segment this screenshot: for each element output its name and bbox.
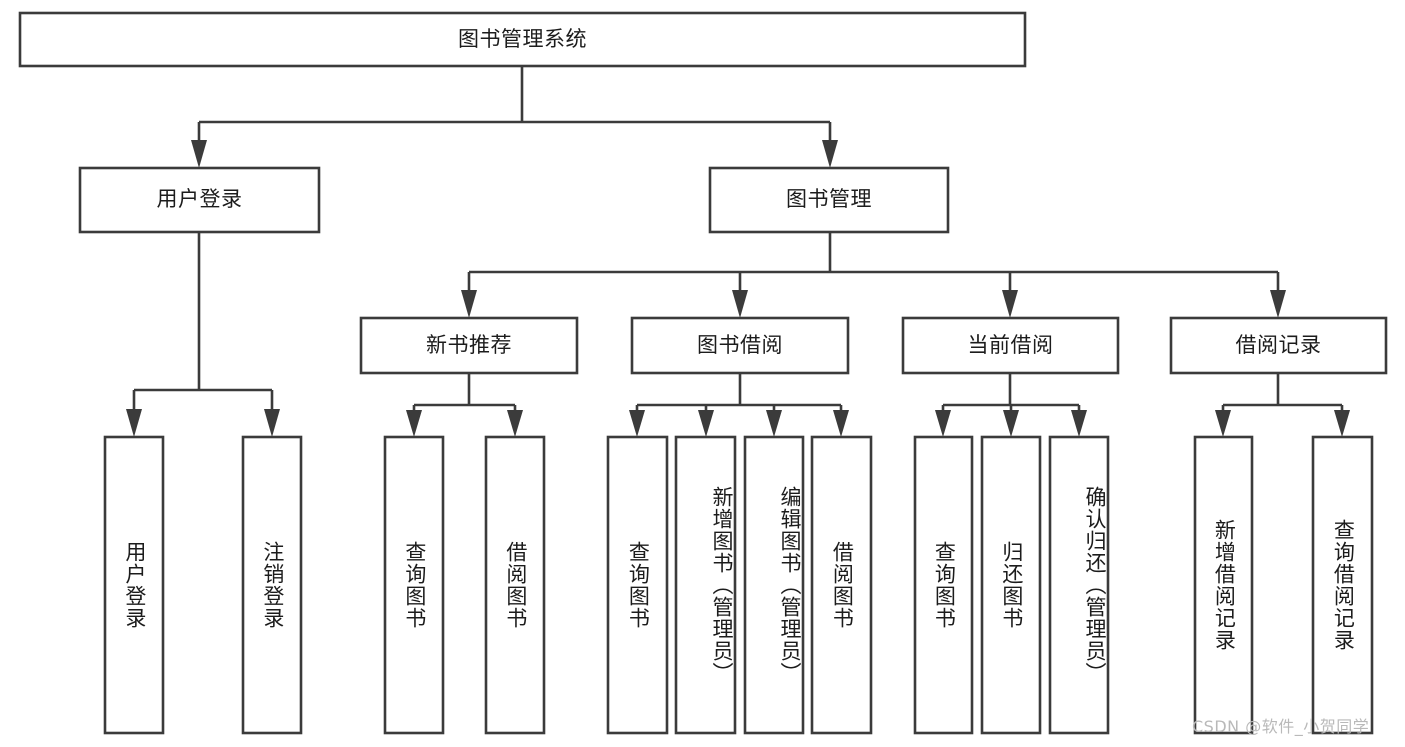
node-box-leaf-borrow-book-1[interactable]: [484, 435, 546, 735]
node-box-leaf-query-book-2[interactable]: [606, 435, 669, 735]
node-box-leaf-user-login[interactable]: [103, 435, 165, 735]
arrow-head-leaf-borrow-book-1: [507, 410, 523, 437]
node-box-book-management[interactable]: [708, 166, 950, 234]
node-box-leaf-confirm-return[interactable]: [1048, 435, 1110, 735]
node-box-leaf-logout[interactable]: [241, 435, 303, 735]
node-box-leaf-add-book[interactable]: [674, 435, 737, 735]
arrow-head-leaf-logout: [264, 409, 280, 437]
arrow-head-leaf-add-record: [1215, 410, 1231, 437]
arrow-head-leaf-query-record: [1334, 410, 1350, 437]
arrow-head-user-login: [191, 140, 207, 168]
arrow-head-leaf-user-login: [126, 409, 142, 437]
watermark: CSDN @软件_小贺同学: [1192, 717, 1370, 736]
arrow-head-leaf-borrow-book-2: [833, 410, 849, 437]
node-box-user-login[interactable]: [78, 166, 321, 234]
node-box-book-borrow[interactable]: [630, 316, 850, 375]
arrow-head-leaf-confirm-return: [1071, 410, 1087, 437]
arrow-head-borrow-record: [1270, 290, 1286, 318]
node-box-root[interactable]: [18, 11, 1027, 68]
node-box-current-borrow[interactable]: [901, 316, 1120, 375]
node-box-leaf-edit-book[interactable]: [743, 435, 805, 735]
arrow-head-leaf-edit-book: [766, 410, 782, 437]
node-box-leaf-add-record[interactable]: [1193, 435, 1254, 735]
arrow-head-current-borrow: [1002, 290, 1018, 318]
arrow-head-new-book-recommend: [461, 290, 477, 318]
arrow-head-leaf-add-book: [698, 410, 714, 437]
arrow-head-leaf-query-book-1: [406, 410, 422, 437]
node-box-leaf-return-book[interactable]: [980, 435, 1042, 735]
node-box-leaf-borrow-book-2[interactable]: [810, 435, 873, 735]
arrow-head-leaf-query-book-2: [629, 410, 645, 437]
arrow-head-leaf-query-book-3: [935, 410, 951, 437]
node-box-leaf-query-book-3[interactable]: [913, 435, 974, 735]
arrow-head-book-borrow: [732, 290, 748, 318]
node-box-new-book-recommend[interactable]: [359, 316, 579, 375]
node-box-borrow-record[interactable]: [1169, 316, 1388, 375]
node-box-leaf-query-book-1[interactable]: [383, 435, 445, 735]
arrow-head-leaf-return-book: [1003, 410, 1019, 437]
arrow-head-book-management: [822, 140, 838, 168]
node-box-leaf-query-record[interactable]: [1311, 435, 1374, 735]
